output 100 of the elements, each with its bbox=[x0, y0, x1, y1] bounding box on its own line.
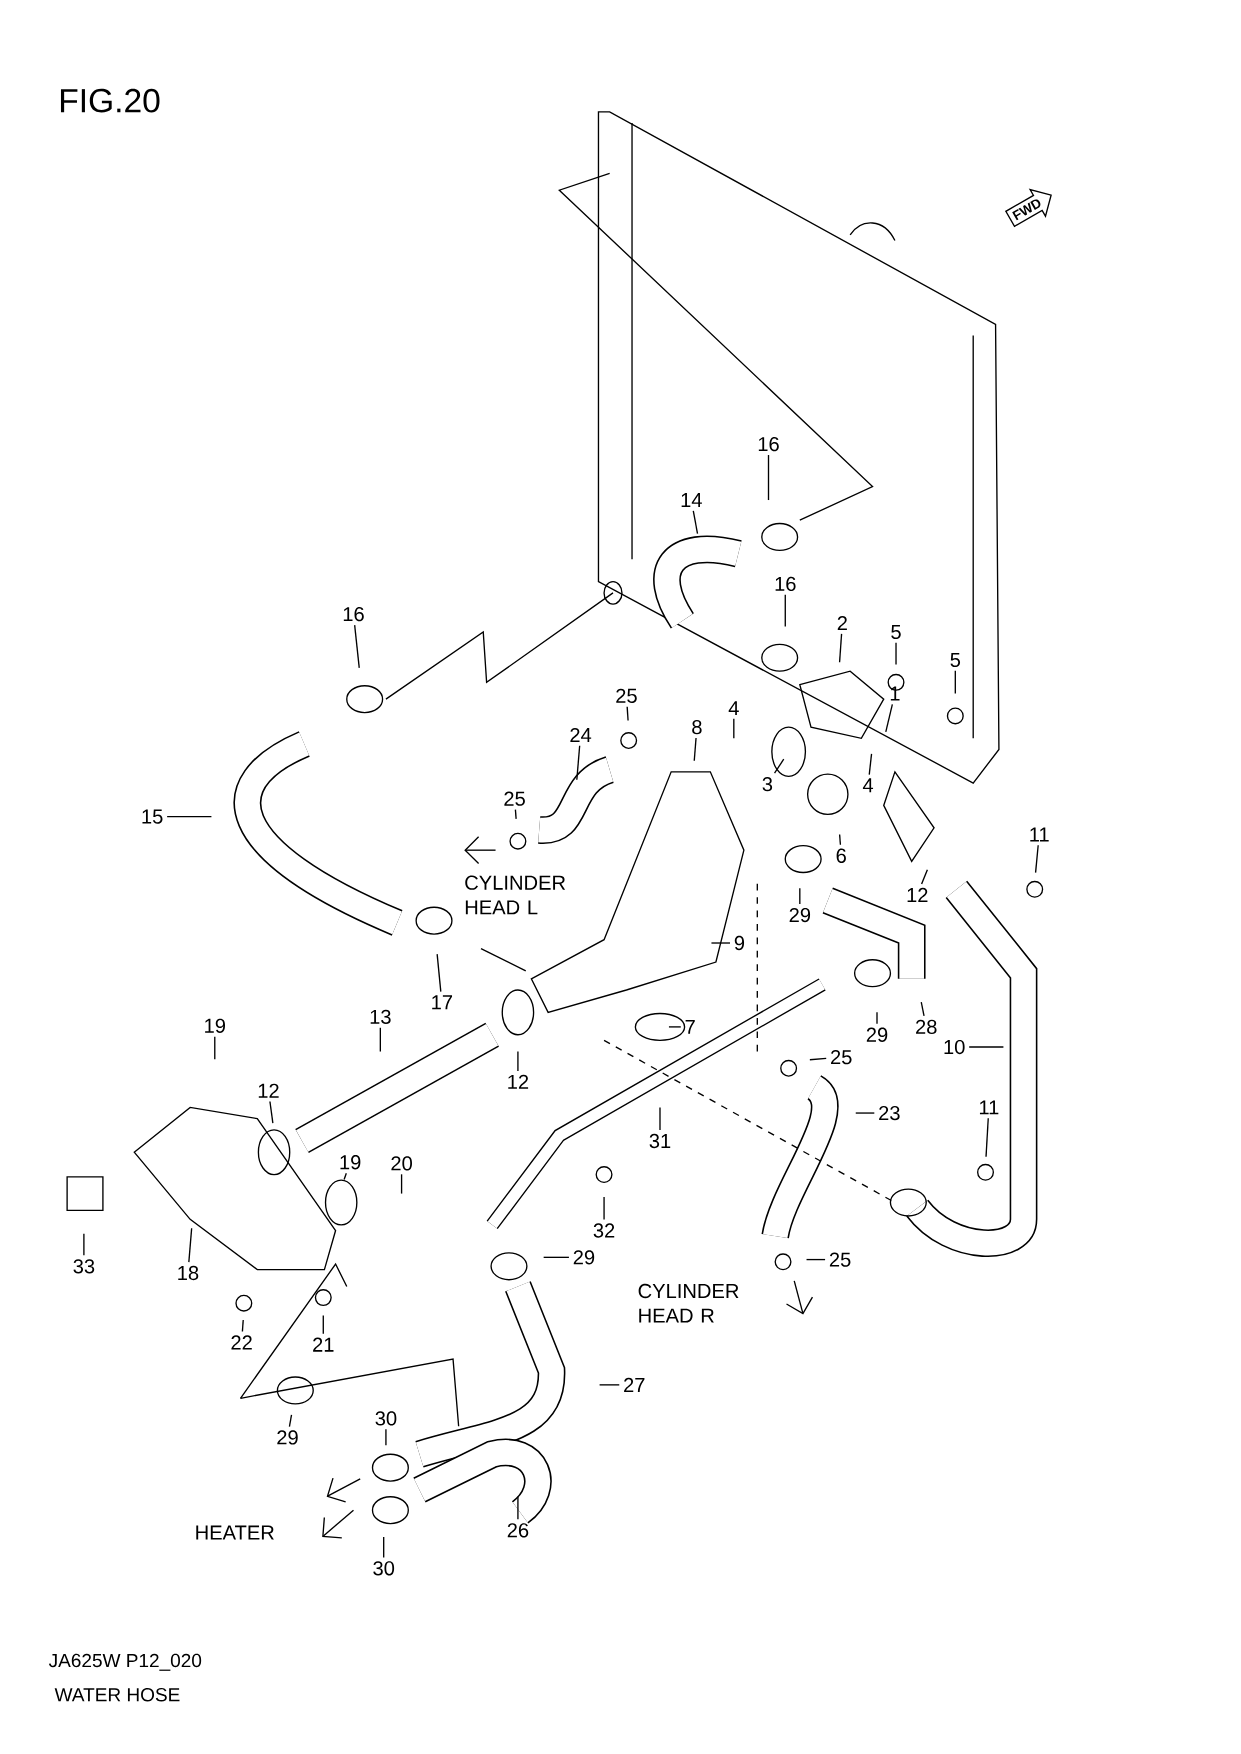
leader-line bbox=[839, 633, 843, 663]
leader-line bbox=[241, 1319, 245, 1333]
callout-number: 21 bbox=[313, 1337, 334, 1352]
callout-number: 11 bbox=[980, 1100, 999, 1115]
leader-line bbox=[322, 1314, 325, 1335]
leader-line bbox=[855, 1112, 876, 1114]
leader-line bbox=[188, 1227, 193, 1263]
callout-number: 8 bbox=[692, 720, 702, 735]
leader-line bbox=[784, 594, 787, 628]
callout-number: 25 bbox=[830, 1252, 851, 1267]
callout-number: 2 bbox=[837, 616, 848, 631]
callout-number: 22 bbox=[231, 1335, 252, 1350]
callout-number: 5 bbox=[950, 652, 961, 668]
leader-line bbox=[576, 745, 581, 781]
leader-line bbox=[543, 1256, 570, 1258]
callout-number: 29 bbox=[867, 1027, 888, 1042]
leader-line bbox=[885, 703, 894, 733]
callout-number: 30 bbox=[373, 1561, 395, 1576]
leader-line bbox=[692, 510, 699, 535]
leader-line bbox=[921, 869, 929, 885]
leader-line bbox=[269, 1100, 274, 1124]
leader-line bbox=[626, 706, 629, 722]
leader-line bbox=[401, 1173, 403, 1195]
callout-number: 29 bbox=[789, 907, 811, 923]
callout-number: 15 bbox=[142, 809, 163, 824]
leader-line bbox=[354, 624, 361, 669]
callout-number: 25 bbox=[831, 1049, 852, 1065]
callout-number: 29 bbox=[277, 1430, 298, 1445]
callout-number: 28 bbox=[916, 1019, 937, 1035]
leader-line bbox=[768, 454, 770, 501]
callout-number: 29 bbox=[573, 1250, 595, 1265]
callout-number: 19 bbox=[205, 1018, 226, 1033]
direction-label: CYLINDER HEAD R bbox=[638, 1283, 739, 1323]
callout-number: 27 bbox=[624, 1377, 645, 1392]
leader-line bbox=[603, 1196, 605, 1221]
leader-line bbox=[954, 670, 957, 695]
callout-number: 12 bbox=[259, 1083, 279, 1098]
leader-line bbox=[733, 718, 735, 739]
callout-number: 3 bbox=[762, 777, 773, 792]
leader-line bbox=[668, 1026, 682, 1028]
direction-label: HEATER bbox=[196, 1525, 275, 1540]
leader-line bbox=[214, 1036, 216, 1060]
callout-number: 19 bbox=[340, 1155, 361, 1170]
drawing-name: WATER HOSE bbox=[54, 1688, 180, 1702]
callout-number: 25 bbox=[616, 688, 637, 703]
callout-number: 33 bbox=[73, 1259, 95, 1274]
callout-number: 25 bbox=[504, 791, 526, 806]
callout-number: 1 bbox=[891, 686, 900, 701]
callout-number: 6 bbox=[836, 848, 847, 863]
leader-line bbox=[920, 1001, 925, 1017]
figure-title: FIG.20 bbox=[61, 88, 160, 113]
callout-number: 4 bbox=[728, 701, 740, 715]
leader-line bbox=[166, 815, 213, 818]
callout-number: 13 bbox=[370, 1009, 391, 1024]
leader-line bbox=[517, 1496, 519, 1521]
callout-number: 12 bbox=[907, 887, 928, 902]
callout-number: 23 bbox=[879, 1105, 900, 1121]
callout-number: 26 bbox=[507, 1523, 529, 1538]
leader-line bbox=[436, 953, 442, 993]
leader-line bbox=[693, 737, 697, 762]
leader-line bbox=[659, 1106, 661, 1131]
leader-line bbox=[517, 1050, 519, 1072]
leader-line bbox=[839, 833, 842, 846]
leader-line bbox=[599, 1384, 621, 1386]
leader-line bbox=[383, 1536, 385, 1559]
direction-label: CYLINDER HEAD L bbox=[465, 875, 566, 915]
callout-number: 17 bbox=[432, 995, 453, 1010]
callout-number: 31 bbox=[649, 1133, 671, 1149]
leader-line bbox=[343, 1172, 348, 1181]
callout-number: 16 bbox=[775, 576, 796, 592]
leader-line bbox=[83, 1233, 85, 1257]
leader-line bbox=[774, 758, 785, 774]
callout-number: 20 bbox=[391, 1156, 413, 1171]
callout-number: 32 bbox=[593, 1223, 615, 1238]
callout-number: 7 bbox=[685, 1019, 695, 1034]
leader-line bbox=[868, 753, 873, 776]
leader-line bbox=[876, 1011, 878, 1025]
leader-line bbox=[799, 887, 801, 905]
leader-line bbox=[379, 1027, 382, 1053]
leader-line bbox=[711, 942, 731, 944]
callout-number: 5 bbox=[891, 625, 901, 640]
callout-number: 11 bbox=[1030, 827, 1049, 842]
callout-number: 4 bbox=[863, 778, 874, 793]
callout-number: 14 bbox=[681, 493, 703, 507]
leader-line bbox=[806, 1258, 826, 1261]
leader-line bbox=[985, 1117, 990, 1158]
callout-number: 30 bbox=[375, 1411, 397, 1426]
leader-line bbox=[289, 1414, 293, 1428]
callout-number: 16 bbox=[759, 436, 780, 452]
callout-number: 9 bbox=[735, 935, 745, 951]
leader-line bbox=[968, 1046, 1005, 1048]
callout-number: 10 bbox=[944, 1039, 965, 1055]
leader-line bbox=[514, 808, 517, 820]
leader-line bbox=[385, 1428, 387, 1446]
callout-number: 24 bbox=[570, 727, 592, 742]
callout-number: 16 bbox=[344, 607, 364, 622]
callout-number: 18 bbox=[178, 1265, 199, 1281]
callout-number: 12 bbox=[508, 1074, 529, 1089]
leader-line bbox=[1035, 844, 1040, 874]
leader-line bbox=[809, 1057, 828, 1061]
